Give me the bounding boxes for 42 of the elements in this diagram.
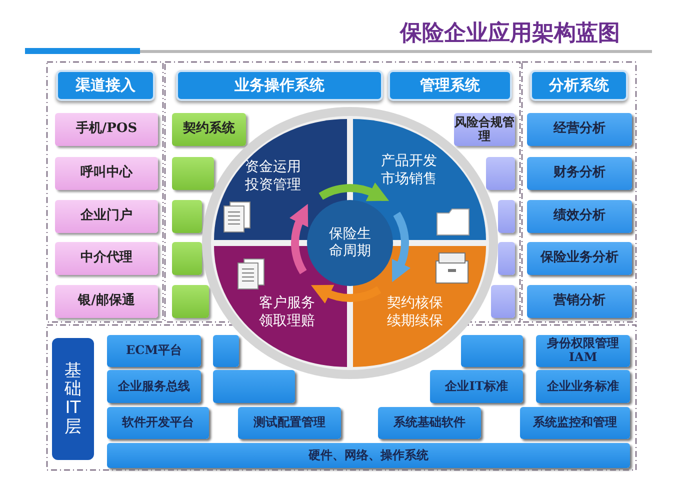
- business-system-box: [172, 285, 209, 318]
- cycle-arrow: [310, 284, 382, 304]
- analysis-system-box: 绩效分析: [527, 200, 632, 233]
- channel-box: 企业门户: [55, 200, 158, 233]
- infrastructure-box: 企业业务标准: [536, 370, 630, 403]
- management-system-box: [498, 200, 515, 233]
- business-system-box: [172, 157, 214, 190]
- infrastructure-box: [213, 370, 295, 403]
- infrastructure-box: 企业IT标准: [430, 370, 523, 403]
- title: 保险企业应用架构蓝图: [400, 20, 620, 48]
- infrastructure-box: 身份权限管理 IAM: [536, 335, 630, 367]
- business-system-box: 契约系统: [172, 113, 246, 146]
- infrastructure-box: ECM平台: [107, 335, 201, 367]
- analysis-system-box: 经营分析: [527, 113, 632, 146]
- layer-label-box: 基础IT层: [52, 338, 94, 460]
- section-header: 渠道接入: [56, 70, 155, 101]
- section-header: 管理系统: [388, 70, 512, 101]
- channel-box: 中介代理: [55, 242, 158, 275]
- channel-box: 银/邮保通: [55, 285, 158, 318]
- infrastructure-box: 系统基础软件: [378, 407, 481, 439]
- infrastructure-box: [213, 335, 239, 367]
- analysis-system-box: 财务分析: [527, 157, 632, 190]
- business-system-box: [172, 200, 202, 233]
- management-system-box: [491, 285, 515, 318]
- infrastructure-box: 系统监控和管理: [520, 407, 630, 439]
- cycle-arrow: [391, 212, 411, 282]
- infrastructure-box: [461, 335, 523, 367]
- cycle-arrow: [289, 204, 309, 274]
- section-header: 分析系统: [530, 70, 628, 101]
- infrastructure-box: 测试配置管理: [238, 407, 341, 439]
- management-system-box: [486, 157, 515, 190]
- management-system-box: [498, 242, 515, 275]
- channel-box: 手机/POS: [55, 113, 158, 146]
- section-header: 业务操作系统: [176, 70, 383, 101]
- management-system-box: 风险合规管理: [454, 113, 515, 146]
- business-system-box: [172, 242, 202, 275]
- infrastructure-box: 企业服务总线: [107, 370, 201, 403]
- infrastructure-box: 硬件、网络、操作系统: [107, 443, 630, 468]
- analysis-system-box: 保险业务分析: [527, 242, 632, 275]
- infrastructure-box: 软件开发平台: [107, 407, 209, 439]
- analysis-system-box: 营销分析: [527, 285, 632, 318]
- channel-box: 呼叫中心: [55, 157, 158, 190]
